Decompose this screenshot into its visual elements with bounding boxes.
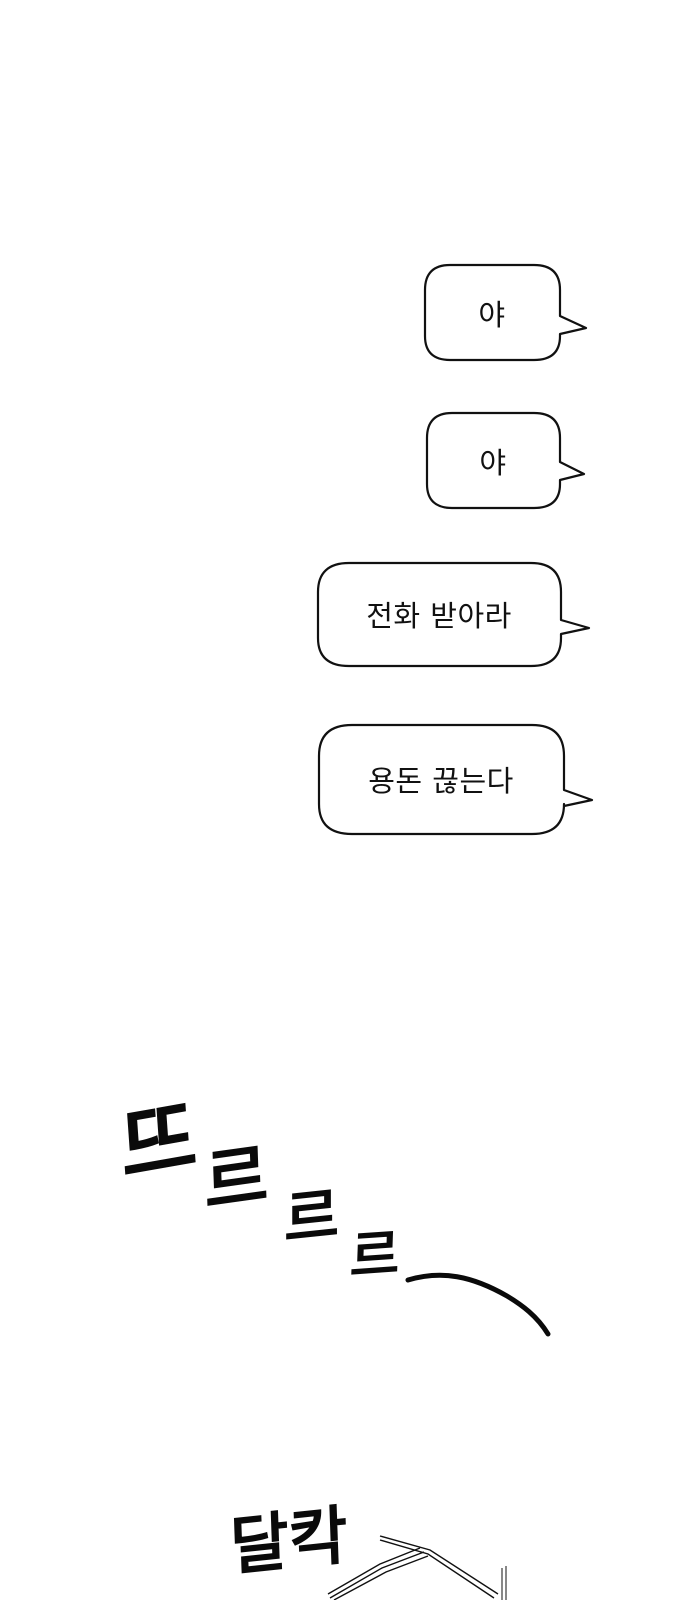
speech-bubble-2-text: 야: [479, 446, 507, 480]
speech-bubble-4-outline: [317, 723, 594, 836]
speech-bubble-1-outline: [423, 263, 588, 362]
ring-sfx-dash-stroke: [405, 1272, 551, 1337]
speech-bubble-3-text: 전화 받아라: [366, 599, 512, 633]
speech-bubble-2: 야: [425, 411, 588, 510]
click-sfx-impact-lines: [327, 1535, 507, 1600]
speech-bubble-3: 전화 받아라: [316, 561, 592, 668]
speech-bubble-3-outline: [316, 561, 591, 668]
speech-bubble-4: 용돈 끊는다: [317, 723, 595, 836]
ring-sound-effect: 뜨 르 르 르: [112, 1085, 572, 1350]
speech-bubble-2-outline: [425, 411, 586, 510]
click-sound-effect: 달칵: [229, 1498, 530, 1600]
speech-bubble-1-text: 야: [478, 298, 506, 332]
speech-bubble-4-text: 용돈 끊는다: [368, 764, 514, 798]
speech-bubble-1: 야: [423, 263, 590, 362]
